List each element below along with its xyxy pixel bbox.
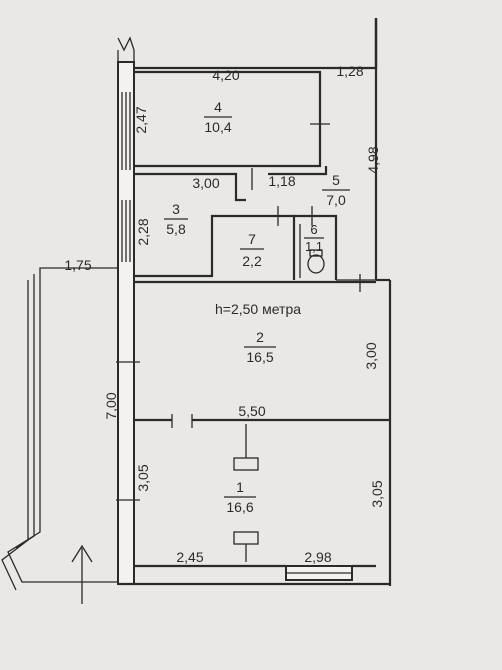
dim-top-width: 4,20 (212, 67, 239, 83)
room-7-area: 2,2 (242, 253, 262, 269)
room7-walls (134, 214, 296, 280)
room-4-label: 4 10,4 (204, 99, 232, 135)
dim-bottom-left: 2,45 (176, 549, 203, 565)
top-wall (134, 18, 378, 70)
room-2-label: 2 16,5 (244, 329, 276, 365)
room-4-number: 4 (214, 99, 222, 115)
toilet-icon (307, 249, 325, 274)
room-6-label: 6 1,1 (304, 222, 324, 254)
entry-arrow-icon (71, 544, 93, 604)
room3-top-wall (134, 172, 246, 202)
room-1-area: 16,6 (226, 499, 253, 515)
room-1-label: 1 16,6 (224, 479, 256, 515)
room-3-area: 5,8 (166, 221, 186, 237)
window-left-room3 (121, 200, 131, 262)
balcony-outline (7, 267, 118, 583)
dim-balcony: 1,75 (64, 257, 91, 273)
dim-room1-width: 5,50 (238, 403, 265, 419)
radiator-top (233, 424, 259, 471)
room6-walls (294, 214, 338, 280)
room-7-number: 7 (248, 231, 256, 247)
dim-room3-width: 3,00 (192, 175, 219, 191)
room-5-number: 5 (332, 172, 340, 188)
dim-total-left: 7,00 (103, 392, 119, 419)
dim-right-corridor: 4,98 (365, 146, 381, 173)
room-3-number: 3 (172, 201, 180, 217)
room-5-label: 5 7,0 (322, 172, 350, 208)
room-5-area: 7,0 (326, 192, 346, 208)
ceiling-height-note: h=2,50 метра (215, 301, 301, 317)
room-4-area: 10,4 (204, 119, 231, 135)
room-3-label: 3 5,8 (164, 201, 188, 237)
window-left-room4 (121, 92, 131, 170)
dim-top-right: 1,28 (336, 63, 363, 79)
room-7-label: 7 2,2 (240, 231, 264, 269)
room-6-area: 1,1 (305, 239, 323, 254)
dim-passage: 1,18 (268, 173, 295, 189)
dim-left-room4: 2,47 (133, 106, 149, 133)
room-2-area: 16,5 (246, 349, 273, 365)
dim-left-room1: 3,05 (135, 464, 151, 491)
room4-walls (134, 70, 322, 168)
dim-room2-height: 3,00 (363, 342, 379, 369)
radiator-bottom (233, 531, 259, 562)
room-2-number: 2 (256, 329, 264, 345)
wall-break-mark (117, 36, 135, 52)
room-1-number: 1 (236, 479, 244, 495)
room-6-number: 6 (310, 222, 317, 237)
dim-left-room3: 2,28 (135, 218, 151, 245)
dim-bottom-right: 2,98 (304, 549, 331, 565)
dim-right-room1: 3,05 (369, 480, 385, 507)
